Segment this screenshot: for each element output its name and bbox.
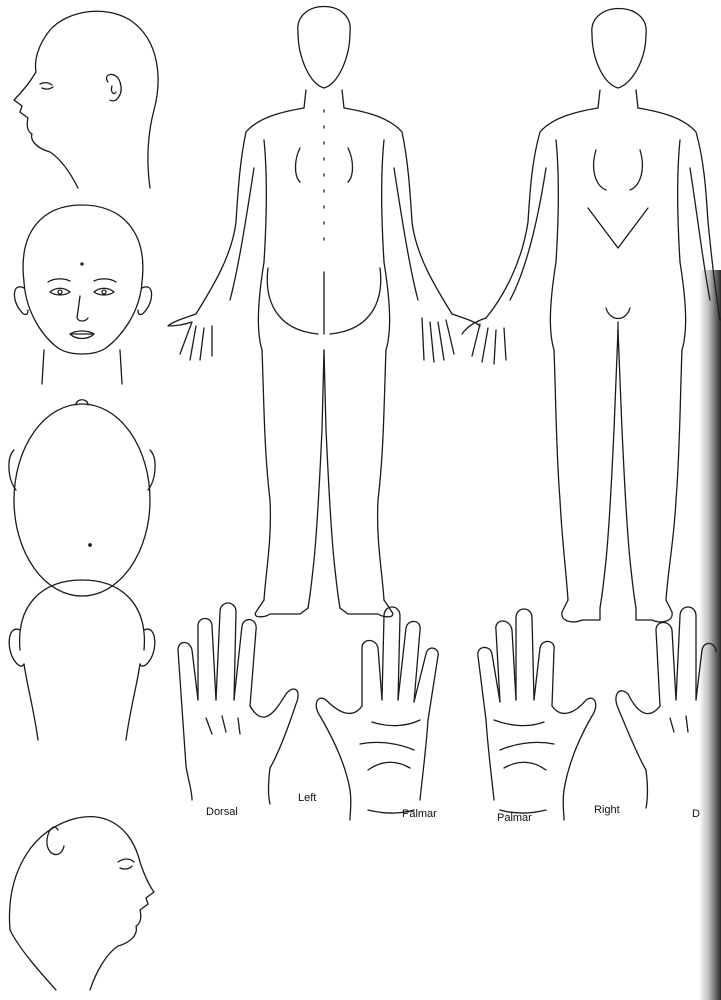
hand-left-palmar	[316, 607, 438, 820]
label-dorsal-left: Dorsal	[206, 806, 238, 818]
back-body-figure	[168, 7, 480, 617]
label-left: Left	[298, 792, 316, 804]
hand-right-palmar	[478, 609, 596, 820]
head-back-view	[9, 580, 155, 740]
hand-left-dorsal	[178, 603, 298, 804]
head-left-profile	[14, 11, 158, 188]
head-front-face	[14, 205, 151, 384]
label-palmar-left: Palmar	[402, 808, 437, 820]
front-body-figure	[462, 9, 720, 622]
head-right-profile	[10, 817, 155, 990]
head-top-view	[9, 400, 155, 596]
hand-right-dorsal	[616, 607, 716, 808]
label-dorsal-right-cut: D	[692, 808, 700, 820]
label-right: Right	[594, 804, 620, 816]
label-palmar-right: Palmar	[497, 812, 532, 824]
